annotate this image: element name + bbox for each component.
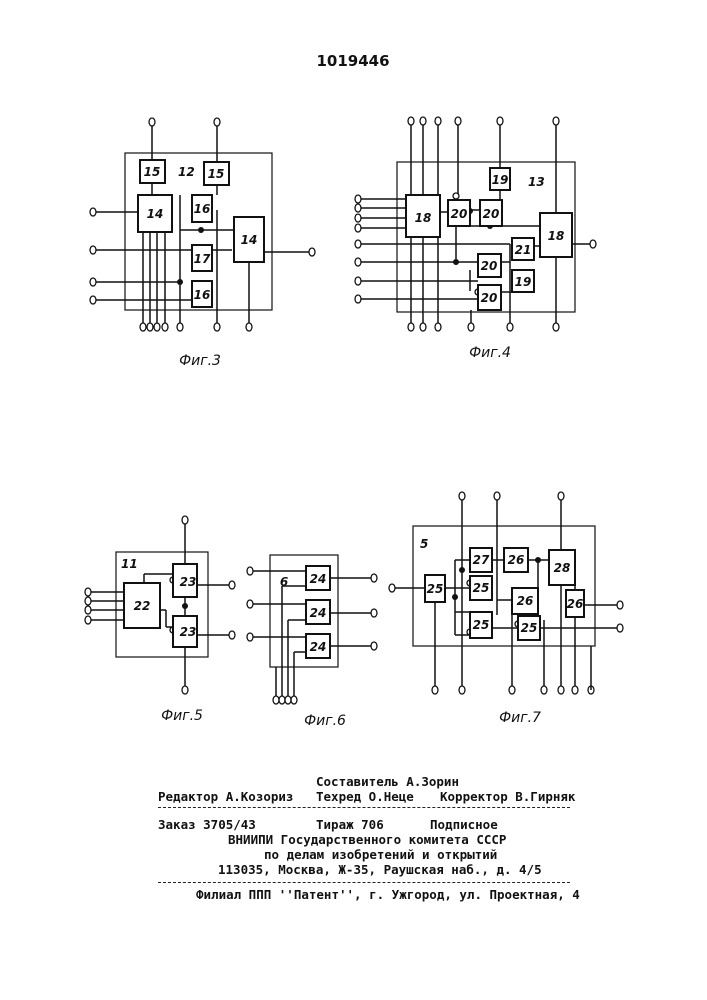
- fig4-block-19a: 19: [492, 173, 509, 187]
- fig3-block-17: 17: [194, 252, 211, 266]
- fig5-block-23b: 23: [180, 625, 197, 639]
- imprint-circulation: Тираж 706: [316, 817, 384, 832]
- figure-4: 18 20 20 19 21 18 20 19 20 13 Фиг.4: [355, 117, 596, 361]
- fig4-block-18a: 18: [415, 211, 432, 225]
- fig3-block-15b: 15: [208, 167, 225, 181]
- imprint-branch: Филиал ППП ''Патент'', г. Ужгород, ул. П…: [196, 887, 580, 902]
- fig4-block-20c: 20: [481, 259, 498, 273]
- fig6-caption: Фиг.6: [304, 713, 346, 729]
- fig4-block-18b: 18: [548, 229, 565, 243]
- figure-5: 22 23 23 11 Фиг.5: [85, 516, 235, 724]
- figure-6: 24 24 24 6 Фиг.6: [247, 555, 377, 729]
- fig3-block-15a: 15: [144, 165, 161, 179]
- fig4-block-20a: 20: [451, 207, 468, 221]
- drawings-sheet: 1019446: [0, 0, 707, 760]
- imprint-editor: Редактор А.Козориз: [158, 789, 293, 804]
- imprint-org2: по делам изобретений и открытий: [264, 847, 497, 862]
- fig7-block-26c: 26: [567, 597, 584, 611]
- fig4-frame-label: 13: [528, 175, 545, 189]
- imprint-org1: ВНИИПИ Государственного комитета СССР: [228, 832, 506, 847]
- fig7-block-28: 28: [554, 561, 571, 575]
- fig3-frame-label: 12: [178, 165, 195, 179]
- fig4-block-21: 21: [515, 243, 532, 257]
- fig7-frame-label: 5: [420, 537, 428, 551]
- fig7-block-27: 27: [473, 553, 490, 567]
- fig3-block-14a: 14: [147, 207, 164, 221]
- imprint-address: 113035, Москва, Ж-35, Раушская наб., д. …: [218, 862, 542, 877]
- fig5-frame-label: 11: [121, 557, 138, 571]
- fig7-block-25c: 25: [473, 618, 490, 632]
- imprint-rule-2: [158, 882, 570, 883]
- fig5-block-22: 22: [134, 599, 151, 613]
- fig5-block-23a: 23: [180, 575, 197, 589]
- fig3-block-14b: 14: [241, 233, 258, 247]
- fig6-frame-label: 6: [280, 575, 288, 589]
- fig6-block-24b: 24: [310, 606, 327, 620]
- fig7-block-25a: 25: [427, 582, 444, 596]
- fig4-block-20b: 20: [483, 207, 500, 221]
- fig7-block-26a: 26: [508, 553, 525, 567]
- fig7-block-25b: 25: [473, 581, 490, 595]
- imprint-corrector: Корректор В.Гирняк: [440, 789, 575, 804]
- fig4-block-19b: 19: [515, 275, 532, 289]
- imprint-techred: Техред О.Неце: [316, 789, 414, 804]
- fig3-block-16b: 16: [194, 288, 211, 302]
- fig3-caption: Фиг.3: [179, 353, 221, 369]
- imprint-rule-1: [158, 807, 570, 808]
- imprint-compiler: Составитель А.Зорин: [316, 774, 459, 789]
- fig5-caption: Фиг.5: [161, 708, 203, 724]
- figure-3: 15 15 14 16 14 17 16 12 Фиг.3: [90, 118, 315, 369]
- patent-number: 1019446: [316, 52, 389, 70]
- fig4-block-20d: 20: [481, 291, 498, 305]
- fig6-block-24c: 24: [310, 640, 327, 654]
- fig7-caption: Фиг.7: [499, 710, 541, 726]
- imprint-subscription: Подписное: [430, 817, 498, 832]
- fig6-block-24a: 24: [310, 572, 327, 586]
- fig4-caption: Фиг.4: [469, 345, 511, 361]
- fig7-block-25d: 25: [521, 621, 538, 635]
- figure-7: 25 27 25 26 28 26 26 25 25 5 Фиг.7: [389, 492, 623, 726]
- fig7-block-26b: 26: [517, 594, 534, 608]
- fig3-block-16a: 16: [194, 202, 211, 216]
- imprint-order: Заказ 3705/43: [158, 817, 256, 832]
